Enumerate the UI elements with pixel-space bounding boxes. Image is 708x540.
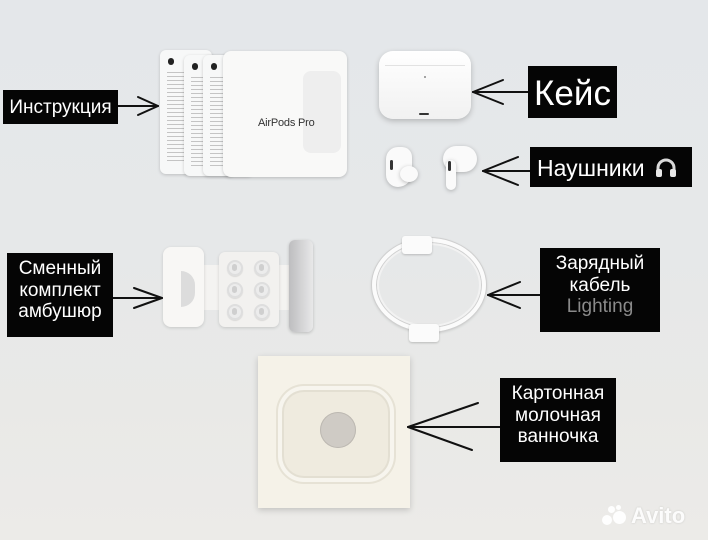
- label-tray-line-1: Картонная: [511, 383, 605, 404]
- headphones-icon: [655, 157, 677, 177]
- label-tray-line-2: молочная: [515, 404, 601, 426]
- tray-disc: [320, 412, 356, 448]
- label-cable-line-1: Зарядный: [555, 253, 645, 274]
- ear-tip: [254, 260, 270, 276]
- label-ear-tips-line-1: Сменный: [18, 258, 102, 279]
- earbud-mesh: [448, 161, 451, 171]
- cable-wrap-top: [402, 236, 432, 254]
- label-instructions: Инструкция: [3, 90, 118, 124]
- apple-logo-icon: [192, 63, 198, 70]
- earbud-left-tip: [400, 166, 418, 182]
- label-earbuds-text: Наушники: [537, 155, 645, 181]
- avito-watermark: Avito: [602, 503, 685, 529]
- earbud-mesh: [390, 160, 393, 170]
- label-cable: Зарядный кабель Lighting: [540, 248, 660, 332]
- avito-dots-icon: [602, 505, 628, 527]
- label-ear-tips-line-3: амбушюр: [18, 301, 102, 323]
- label-earbuds: Наушники: [530, 147, 692, 187]
- label-tray-line-3: ванночка: [517, 426, 599, 448]
- label-ear-tips-line-2: комплект: [19, 279, 101, 301]
- charging-port: [419, 113, 429, 115]
- card-title: AirPods Pro: [258, 117, 315, 129]
- card-illustration: [303, 71, 341, 153]
- airpods-case: [379, 51, 471, 119]
- tips-holder-right-flap: [289, 240, 313, 332]
- arrow-case-icon: [472, 79, 529, 105]
- ear-tip: [254, 282, 270, 298]
- earbud-right-stem: [446, 160, 456, 190]
- ear-tip: [254, 304, 270, 320]
- apple-logo-icon: [211, 63, 217, 70]
- apple-logo-icon: [168, 58, 174, 65]
- label-tray: Картонная молочная ванночка: [500, 378, 616, 462]
- label-case: Кейс: [528, 66, 617, 118]
- arrow-earbuds-icon: [482, 156, 531, 186]
- ear-tip: [227, 304, 243, 320]
- cardboard-tray: [258, 356, 410, 508]
- label-instructions-text: Инструкция: [9, 97, 112, 118]
- status-led: [424, 76, 426, 78]
- instruction-card-front: AirPods Pro: [223, 51, 347, 177]
- tips-holder-left-flap: [163, 247, 204, 327]
- label-cable-line-2: кабель: [569, 274, 631, 296]
- ear-tip: [227, 260, 243, 276]
- label-ear-tips: Сменный комплект амбушюр: [7, 253, 113, 337]
- arrow-cable-icon: [487, 281, 541, 309]
- cable-wrap-bottom: [409, 324, 439, 342]
- arrow-ear-tips-icon: [112, 287, 163, 309]
- tips-holder: [219, 252, 279, 327]
- ear-tip: [227, 282, 243, 298]
- label-case-text: Кейс: [534, 74, 611, 113]
- arrow-instructions-icon: [117, 96, 159, 116]
- label-cable-line-3: Lighting: [566, 296, 634, 318]
- avito-text: Avito: [631, 503, 686, 528]
- arrow-tray-icon: [407, 402, 501, 451]
